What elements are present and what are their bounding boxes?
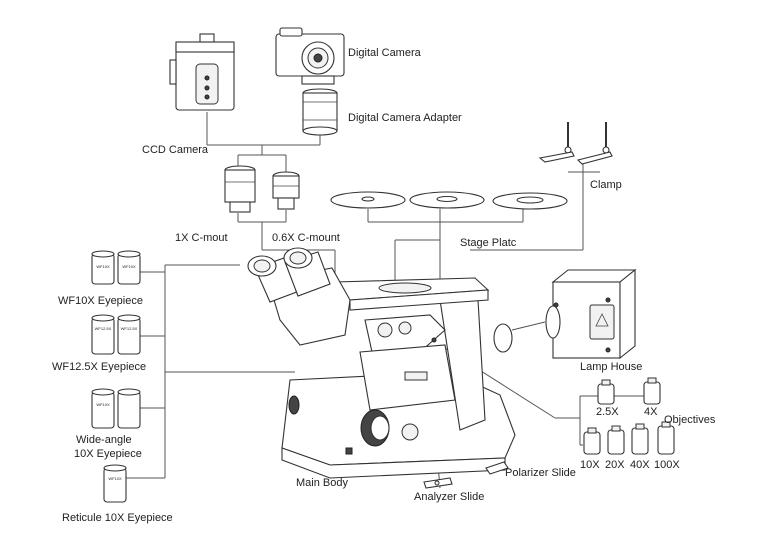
eyepiece-mark: WF12.5X <box>95 326 112 331</box>
main-body-illustration <box>247 247 516 479</box>
label-digital-camera: Digital Camera <box>348 47 422 59</box>
c-mount-1x-illustration <box>224 165 256 213</box>
label-digital-camera-adapter: Digital Camera Adapter <box>348 112 462 124</box>
label-wide-angle-line2: 10X Eyepiece <box>74 448 142 460</box>
c-mount-06x-illustration <box>272 171 300 210</box>
label-wf125x-eyepiece: WF12.5X Eyepiece <box>52 361 146 373</box>
digital-camera-adapter-illustration <box>302 88 338 136</box>
label-c-mount-1x: 1X C-mout <box>175 232 228 244</box>
label-stage-plate: Stage Platc <box>460 237 517 249</box>
label-ccd-camera: CCD Camera <box>142 144 209 156</box>
polarizer-slide-illustration <box>485 461 509 475</box>
labels: Digital Camera Digital Camera Adapter CC… <box>52 47 716 524</box>
label-polarizer-slide: Polarizer Slide <box>505 467 576 479</box>
eyepiece-mark: WF10X <box>122 264 136 269</box>
eyepiece-mark: WF10X <box>96 264 110 269</box>
objective-label-10x: 10X <box>580 459 600 471</box>
digital-camera-illustration <box>275 27 345 85</box>
stage-plates-illustration <box>330 191 568 210</box>
label-reticule-eyepiece: Reticule 10X Eyepiece <box>62 512 173 524</box>
label-wf10x-eyepiece: WF10X Eyepiece <box>58 295 143 307</box>
objective-label-100x: 100X <box>654 459 680 471</box>
objective-label-4x: 4X <box>644 406 658 418</box>
eyepieces-illustration: WF10X WF10X WF12.5X WF12.5X WF10X WF10X <box>91 250 141 503</box>
label-main-body: Main Body <box>296 477 348 489</box>
label-c-mount-06x: 0.6X C-mount <box>272 232 340 244</box>
lamp-house-illustration <box>545 268 637 360</box>
eyepiece-mark: WF10X <box>96 402 110 407</box>
objective-label-20x: 20X <box>605 459 625 471</box>
objective-label-2.5x: 2.5X <box>596 406 619 418</box>
analyzer-slide-illustration <box>423 477 453 489</box>
ccd-camera-illustration <box>169 33 235 111</box>
eyepiece-mark: WF12.5X <box>121 326 138 331</box>
eyepiece-mark: WF10X <box>108 476 122 481</box>
label-clamp: Clamp <box>590 179 622 191</box>
label-lamp-house: Lamp House <box>580 361 642 373</box>
objectives-illustration <box>583 377 675 455</box>
objective-label-40x: 40X <box>630 459 650 471</box>
clamps-illustration <box>538 122 613 165</box>
label-analyzer-slide: Analyzer Slide <box>414 491 484 503</box>
label-wide-angle-line1: Wide-angle <box>76 434 132 446</box>
label-objectives: Objectives <box>664 414 716 426</box>
